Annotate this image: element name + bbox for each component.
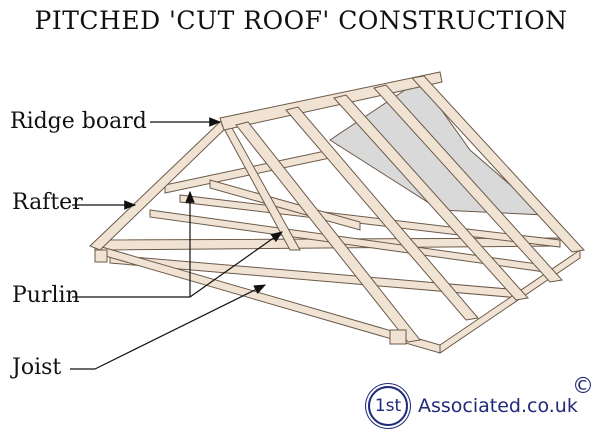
copyright-icon: © bbox=[572, 374, 594, 399]
logo-badge: 1st bbox=[368, 386, 408, 426]
label-purlin: Purlin bbox=[12, 283, 80, 308]
diagram-title: PITCHED 'CUT ROOF' CONSTRUCTION bbox=[34, 6, 568, 35]
rafter bbox=[373, 84, 563, 283]
joist bbox=[109, 254, 521, 299]
label-rafter: Rafter bbox=[12, 190, 83, 215]
site-logo: 1st Associated.co.uk bbox=[368, 386, 578, 426]
rafter bbox=[333, 94, 529, 301]
rafter bbox=[235, 121, 421, 343]
label-joist: Joist bbox=[12, 355, 62, 380]
rafter bbox=[285, 106, 479, 321]
label-ridge-board: Ridge board bbox=[10, 109, 147, 134]
logo-site: Associated.co.uk bbox=[418, 395, 578, 417]
rafter bbox=[411, 75, 585, 253]
